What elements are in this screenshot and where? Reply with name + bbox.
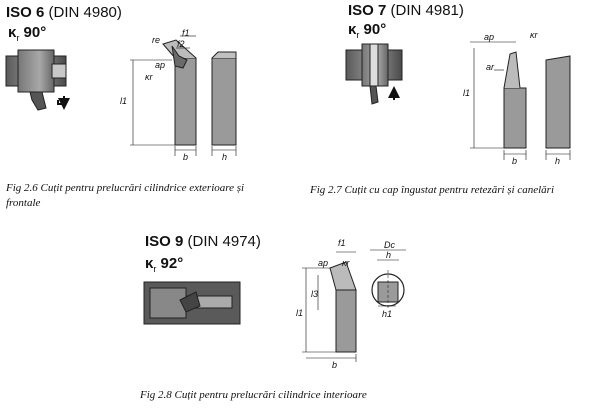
fig28-label-h1: h1 <box>382 309 392 319</box>
fig28-iso-code: ISO 9 <box>145 233 184 250</box>
fig28-label-b: b <box>332 360 337 370</box>
fig28-caption: Fig 2.8 Cuțit pentru prelucrări cilindri… <box>140 389 367 401</box>
fig27-iso-code: ISO 7 <box>348 2 387 19</box>
fig28-din-code: (DIN 4974) <box>187 233 261 250</box>
fig27-angle-sub: r <box>356 30 360 40</box>
fig26-label-h: h <box>222 152 227 162</box>
fig27-din-code: (DIN 4981) <box>390 2 464 19</box>
fig26-label-re: re <box>152 35 160 45</box>
fig27-label-kr: κr <box>530 30 539 40</box>
fig26-tool-front-view <box>211 51 237 156</box>
fig28-label-l1: l1 <box>296 308 303 318</box>
fig26-angle-sub: r <box>16 33 20 43</box>
fig27-label-ar: ar <box>486 62 495 72</box>
fig26-label-b: b <box>183 152 188 162</box>
fig27-label-b: b <box>512 156 517 166</box>
fig27-standard: ISO 7 (DIN 4981) <box>348 2 464 19</box>
fig28-workpiece-illustration <box>143 281 241 325</box>
fig27-label-l1: l1 <box>463 88 470 98</box>
fig27-angle: κr 90° <box>348 21 386 40</box>
fig27-label-h: h <box>555 156 560 166</box>
fig27-workpiece-illustration <box>345 43 403 105</box>
fig28-label-dc: Dc <box>384 240 395 250</box>
fig28-tool-side-view <box>302 251 357 362</box>
fig26-iso-code: ISO 6 <box>6 4 45 21</box>
fig26-angle-value: 90° <box>23 24 47 41</box>
fig27-caption: Fig 2.7 Cuțit cu cap îngustat pentru ret… <box>310 184 555 196</box>
fig26-label-kr: κr <box>145 72 154 82</box>
fig26-label-f2: f2 <box>177 39 185 49</box>
fig28-angle: κr 92° <box>145 255 183 274</box>
fig26-caption: Fig 2.6 Cuțit pentru prelucrări cilindri… <box>6 182 245 209</box>
fig26-label-ap: ap <box>155 60 165 70</box>
fig28-label-f1: f1 <box>338 238 346 248</box>
fig28-angle-symbol: κ <box>145 255 154 272</box>
fig26-workpiece-illustration <box>5 49 70 111</box>
fig28-angle-sub: r <box>153 264 157 274</box>
fig27-tool-front-view <box>545 55 571 160</box>
fig26-label-l1: l1 <box>120 96 127 106</box>
fig27-tool-side-view <box>470 41 527 160</box>
fig26-standard: ISO 6 (DIN 4980) <box>6 4 122 21</box>
fig28-bore-section-view <box>370 249 406 310</box>
fig27-label-ap: ap <box>484 32 494 42</box>
fig27-angle-value: 90° <box>363 21 387 38</box>
fig26-tool-side-view <box>130 35 197 156</box>
fig28-label-l3: l3 <box>311 289 318 299</box>
fig27-angle-symbol: κ <box>348 21 357 38</box>
fig28-label-ap: ap <box>318 258 328 268</box>
fig28-label-h: h <box>386 250 391 260</box>
fig28-label-kr: κr <box>342 258 351 268</box>
fig26-angle-symbol: κ <box>8 24 17 41</box>
fig28-standard: ISO 9 (DIN 4974) <box>145 233 261 250</box>
fig26-label-f1: f1 <box>182 28 190 38</box>
fig28-angle-value: 92° <box>160 255 184 272</box>
fig26-din-code: (DIN 4980) <box>48 4 122 21</box>
fig26-angle: κr 90° <box>8 24 46 43</box>
